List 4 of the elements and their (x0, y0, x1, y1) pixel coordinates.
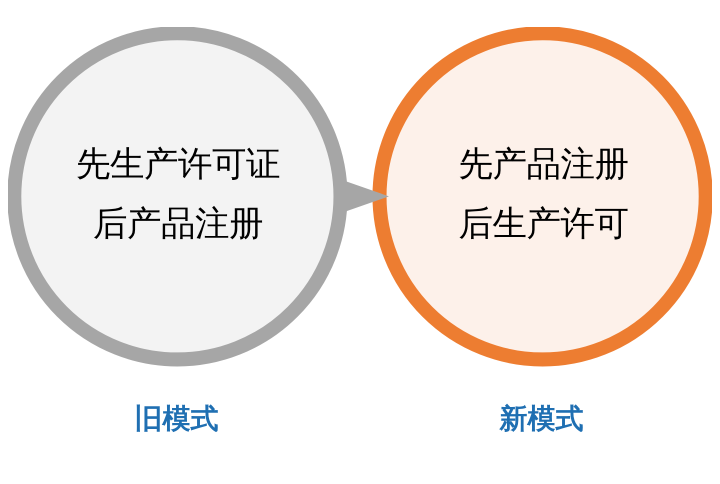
node-label: 旧模式 (134, 402, 218, 435)
node-circle: 先产品注册 后生产许可 (372, 27, 712, 366)
node-label: 新模式 (500, 402, 584, 435)
node-circle: 先生产许可证 后产品注册 (8, 27, 348, 366)
